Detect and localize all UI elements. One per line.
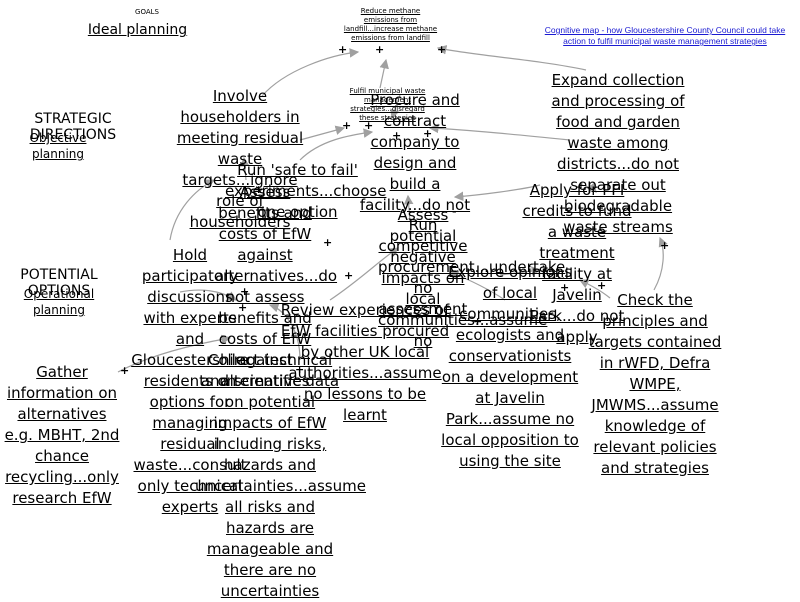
potential-options-label: POTENTIAL OPTIONS xyxy=(20,267,98,299)
sign-plus-14: + xyxy=(560,281,570,294)
sign-plus-6: + xyxy=(392,129,402,142)
arrow-collect-to-assess xyxy=(268,303,301,361)
goal-methane: Reduce methane emissions from landfill..… xyxy=(343,7,438,42)
strategy-procure-contract: Procure and contract company to design a… xyxy=(359,91,471,214)
arrow-apply-to-expand xyxy=(586,182,597,193)
arrow-check-to-apply xyxy=(578,279,611,299)
sign-plus-4: + xyxy=(342,119,352,132)
goals-label: GOALS xyxy=(135,8,159,16)
option-check-principles: Check the principles and targets contain… xyxy=(588,291,722,477)
arrow-procure-to-fulfil xyxy=(390,94,401,120)
sign-plus-13: + xyxy=(473,315,483,328)
sign-minus-1: - xyxy=(452,205,457,218)
arrow-fulfil-to-methane xyxy=(379,58,389,89)
arrow-safe-to-fulfil xyxy=(299,128,374,161)
strategy-safe-to-fail: Run 'safe to fail' experiments...choose … xyxy=(225,161,387,221)
arrow-expand-to-methane xyxy=(436,45,587,71)
arrow-involve-to-methane xyxy=(261,48,360,97)
arrow-explore-to-apply xyxy=(499,266,542,276)
ideal-planning-label: Ideal planning xyxy=(87,22,188,38)
sign-plus-3: + xyxy=(437,43,447,56)
sign-plus-2: + xyxy=(375,43,385,56)
arrow-hold-to-involve xyxy=(169,179,216,241)
option-explore-opinions: Explore opinions of local communities, e… xyxy=(441,263,579,470)
option-hold-participatory-discussions: Hold participatory discussions with expe… xyxy=(131,246,249,516)
cognitive-map: GOALS Ideal planning STRATEGIC DIRECTION… xyxy=(4,7,786,600)
arrow-assess-to-involve xyxy=(239,156,250,181)
sign-plus-9: + xyxy=(323,236,333,249)
arrow-check-to-expand xyxy=(653,236,668,291)
sign-plus-7: + xyxy=(423,127,433,140)
sign-plus-12: + xyxy=(238,301,248,314)
sign-plus-10: + xyxy=(344,269,354,282)
option-gather-information: Gather information on alternatives e.g. … xyxy=(4,363,120,507)
sign-plus-8: + xyxy=(254,183,264,196)
arrow-hold-to-assess xyxy=(179,289,238,301)
arrow-run-to-procure xyxy=(403,194,414,223)
arrow-expand-to-fulfil xyxy=(428,123,571,141)
sign-plus-5: + xyxy=(364,119,374,132)
option-assess-efw: Assess benefits and costs of EfW against… xyxy=(215,183,338,390)
strategy-involve-householders: Involve householders in meeting residual… xyxy=(176,87,304,231)
arrow-review-to-run xyxy=(329,247,399,301)
arrow-apply-to-procure xyxy=(453,184,541,202)
option-collect-technical-data: Collect technical and scientific data on… xyxy=(195,351,366,600)
arrow-involve-to-fulfil xyxy=(299,125,346,141)
objective-planning-label: Objective planning xyxy=(29,131,87,161)
sign-plus-16: + xyxy=(660,239,670,252)
goal-fulfil: Fulfil municipal waste management strate… xyxy=(349,87,426,122)
option-review-experiences: Review experiences of EfW facilities pro… xyxy=(280,301,450,424)
connector-layer xyxy=(117,45,668,373)
sign-plus-18: + xyxy=(295,363,305,376)
sign-plus-11: + xyxy=(240,285,250,298)
strategic-directions-label: STRATEGIC DIRECTIONS xyxy=(29,111,117,143)
cognitive-map-title-link[interactable]: Cognitive map - how Gloucestershire Coun… xyxy=(544,25,786,46)
sign-plus-17: + xyxy=(120,364,130,377)
arrow-gather-to-assess xyxy=(117,334,232,373)
option-apply-pfi-credits: Apply for PFI credits to fund a waste tr… xyxy=(522,181,632,346)
sign-plus-15: + xyxy=(597,279,607,292)
operational-planning-label: Operational planning xyxy=(23,287,95,317)
strategy-expand-collection: Expand collection and processing of food… xyxy=(551,71,685,236)
arrow-explore-to-assess-neg xyxy=(448,270,506,301)
sign-plus-1: + xyxy=(338,43,348,56)
